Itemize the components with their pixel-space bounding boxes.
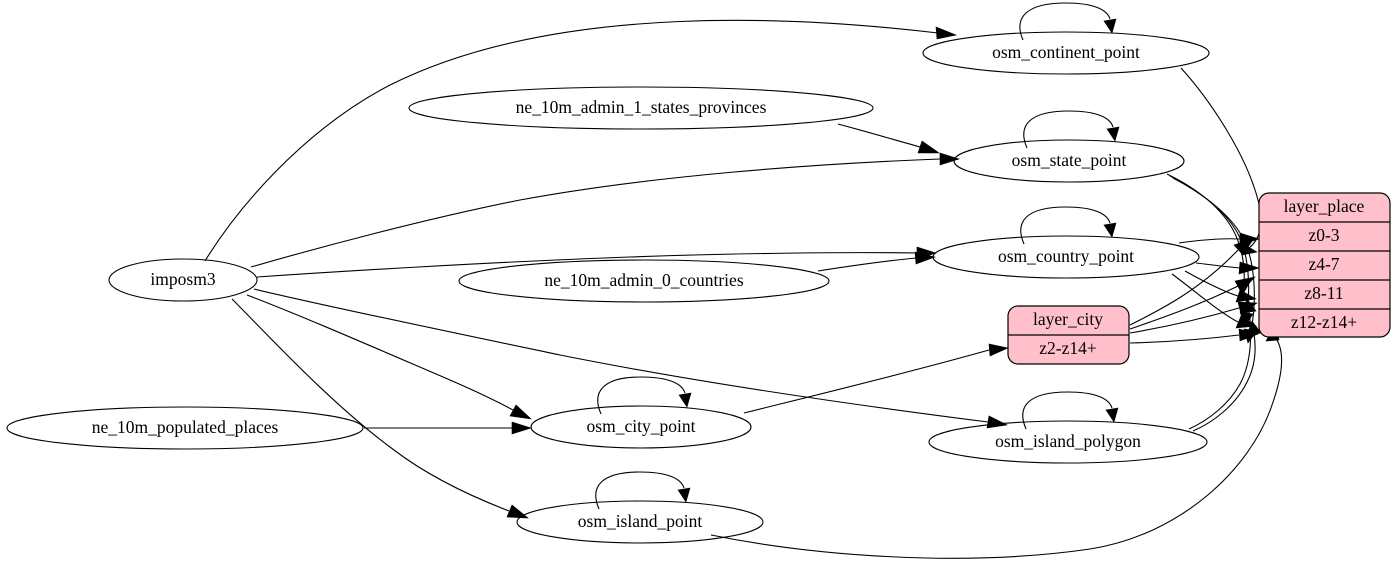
node-osm-country-point-label: osm_country_point xyxy=(998,246,1134,266)
edge-self-loop-osm-city-point xyxy=(597,376,692,415)
node-osm-continent-point-label: osm_continent_point xyxy=(992,42,1140,62)
table-nodes-layer: osm_continent_point osm_state_point osm_… xyxy=(516,31,1210,544)
node-ne-populated-label: ne_10m_populated_places xyxy=(92,417,279,437)
edge-self-loop-osm-island-point xyxy=(595,471,691,510)
edge-imposm3-to-osm-city-point xyxy=(246,294,532,420)
edge-imposm3-to-osm-continent-point xyxy=(204,19,958,262)
layer-place-row-z0-3[interactable]: z0-3 xyxy=(1308,225,1339,245)
node-osm-state-point-label: osm_state_point xyxy=(1012,150,1127,170)
edge-self-loop-osm-continent-point xyxy=(1019,2,1117,41)
layer-place-row-z4-7[interactable]: z4-7 xyxy=(1308,254,1339,274)
source-nodes-layer: imposm3 ne_10m_admin_1_states_provinces … xyxy=(6,86,874,450)
node-osm-continent-point[interactable]: osm_continent_point xyxy=(922,31,1210,75)
layer-place-row-z12-z14[interactable]: z12-z14+ xyxy=(1291,312,1357,332)
edge-self-loop-osm-state-point xyxy=(1023,110,1120,149)
edge-osm-continent-point-to-layer-place-z0-3 xyxy=(1180,67,1262,256)
node-osm-city-point-label: osm_city_point xyxy=(587,416,696,436)
node-ne-10m-populated-places[interactable]: ne_10m_populated_places xyxy=(6,406,364,450)
edge-layer-city-to-layer-place-z0-3 xyxy=(1129,237,1255,326)
node-layer-city[interactable]: layer_city z2-z14+ xyxy=(1007,305,1130,365)
edges-layer xyxy=(204,2,1283,559)
edge-ne-states-to-osm-state-point xyxy=(837,123,940,154)
node-osm-city-point[interactable]: osm_city_point xyxy=(530,405,752,449)
edge-imposm3-to-osm-island-point xyxy=(231,298,529,519)
node-imposm3[interactable]: imposm3 xyxy=(108,258,258,302)
node-osm-island-polygon-label: osm_island_polygon xyxy=(995,431,1141,451)
node-layer-place[interactable]: layer_place z0-3 z4-7 z8-11 z12-z14+ xyxy=(1258,192,1391,338)
edge-ne-countries-to-osm-country-point xyxy=(817,251,937,272)
edge-ne-populated-to-osm-city-point xyxy=(364,421,532,435)
layer-place-title: layer_place xyxy=(1284,196,1365,216)
edge-osm-country-point-to-layer-place-z8-11 xyxy=(1184,270,1257,303)
node-ne-10m-admin-0-countries[interactable]: ne_10m_admin_0_countries xyxy=(458,259,830,303)
edge-imposm3-to-osm-island-polygon xyxy=(253,288,1008,429)
edge-osm-country-point-to-layer-place-z4-7 xyxy=(1195,261,1261,275)
edge-self-loop-osm-country-point xyxy=(1020,206,1117,245)
node-osm-state-point[interactable]: osm_state_point xyxy=(953,139,1185,183)
edge-imposm3-to-osm-state-point xyxy=(250,152,960,268)
node-ne-10m-admin-1-states-provinces[interactable]: ne_10m_admin_1_states_provinces xyxy=(408,86,874,130)
edge-self-loop-osm-island-polygon xyxy=(1022,391,1119,430)
node-ne-countries-label: ne_10m_admin_0_countries xyxy=(544,270,743,290)
layer-nodes-layer: layer_place z0-3 z4-7 z8-11 z12-z14+ lay… xyxy=(1007,192,1391,365)
edge-layer-city-to-layer-place-z8-11 xyxy=(1129,301,1258,334)
node-osm-island-point[interactable]: osm_island_point xyxy=(516,500,764,544)
node-osm-country-point[interactable]: osm_country_point xyxy=(932,235,1200,279)
layer-place-row-z8-11[interactable]: z8-11 xyxy=(1304,283,1343,303)
layer-city-title: layer_city xyxy=(1033,309,1103,329)
node-imposm3-label: imposm3 xyxy=(150,269,215,289)
layer-city-row-z2-z14[interactable]: z2-z14+ xyxy=(1039,338,1097,358)
node-osm-island-point-label: osm_island_point xyxy=(578,511,703,531)
edge-osm-city-point-to-layer-city xyxy=(743,343,1009,414)
node-ne-states-label: ne_10m_admin_1_states_provinces xyxy=(516,97,767,117)
node-osm-island-polygon[interactable]: osm_island_polygon xyxy=(928,420,1208,464)
edge-layer-city-to-layer-place-z4-7 xyxy=(1129,276,1256,330)
edge-layer-city-to-layer-place-z12-z14 xyxy=(1129,328,1259,344)
